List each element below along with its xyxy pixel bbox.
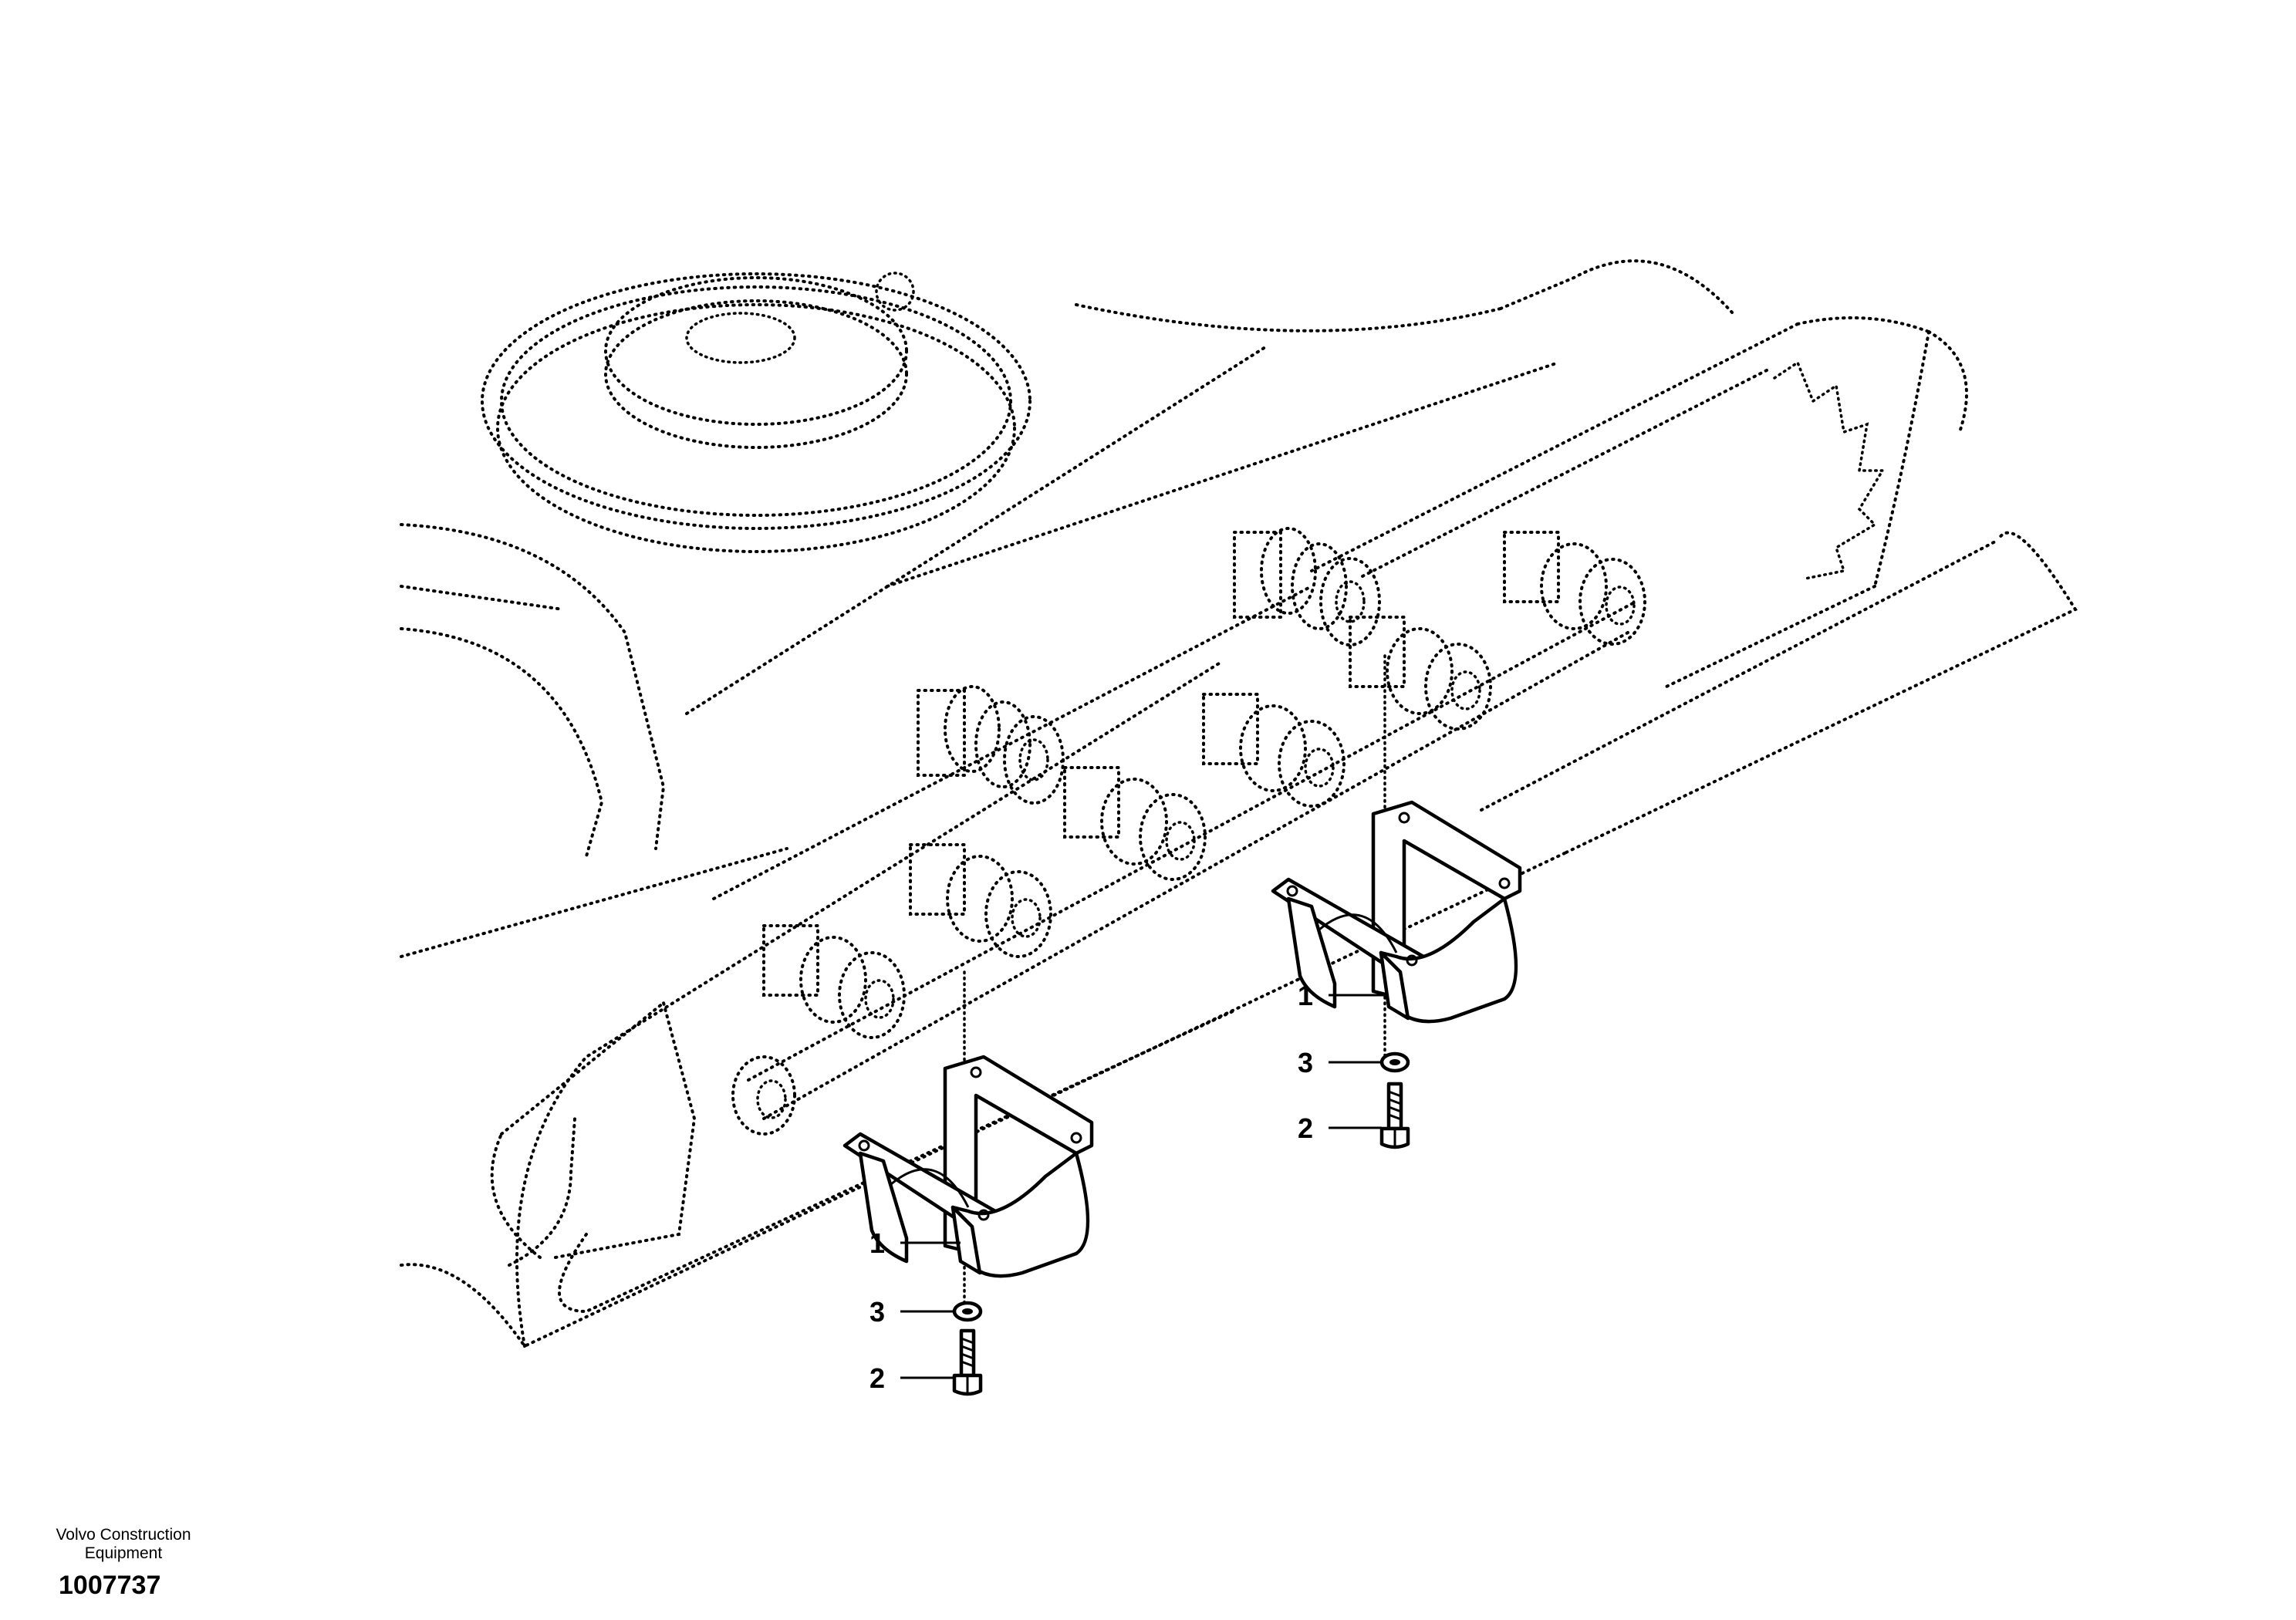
washer-left	[952, 1301, 983, 1322]
document-number: 1007737	[59, 1571, 161, 1600]
callout-part-1-left: 1	[869, 1227, 961, 1259]
track-guard-bracket-left	[842, 1055, 1094, 1278]
undercarriage-background	[400, 259, 2078, 1348]
track-rollers	[731, 527, 1646, 1136]
callout-part-2-right: 2	[1298, 1112, 1382, 1144]
company-name-line2: Equipment	[84, 1544, 163, 1562]
callout-label: 2	[869, 1362, 885, 1394]
company-name-line1: Volvo Construction	[56, 1526, 191, 1544]
bolt-left	[952, 1328, 983, 1396]
callout-part-2-left: 2	[869, 1362, 954, 1394]
callout-part-3-right: 3	[1298, 1047, 1381, 1078]
callout-part-3-left: 3	[869, 1296, 954, 1328]
callout-part-1-right: 1	[1298, 980, 1385, 1011]
callout-label: 3	[869, 1296, 885, 1328]
track-guard-bracket-right	[1271, 800, 1522, 1024]
callout-label: 1	[1298, 980, 1313, 1011]
callout-label: 2	[1298, 1112, 1313, 1144]
callout-label: 1	[869, 1227, 885, 1259]
washer-right	[1379, 1051, 1410, 1073]
callout-label: 3	[1298, 1047, 1313, 1078]
bolt-right	[1379, 1082, 1410, 1149]
